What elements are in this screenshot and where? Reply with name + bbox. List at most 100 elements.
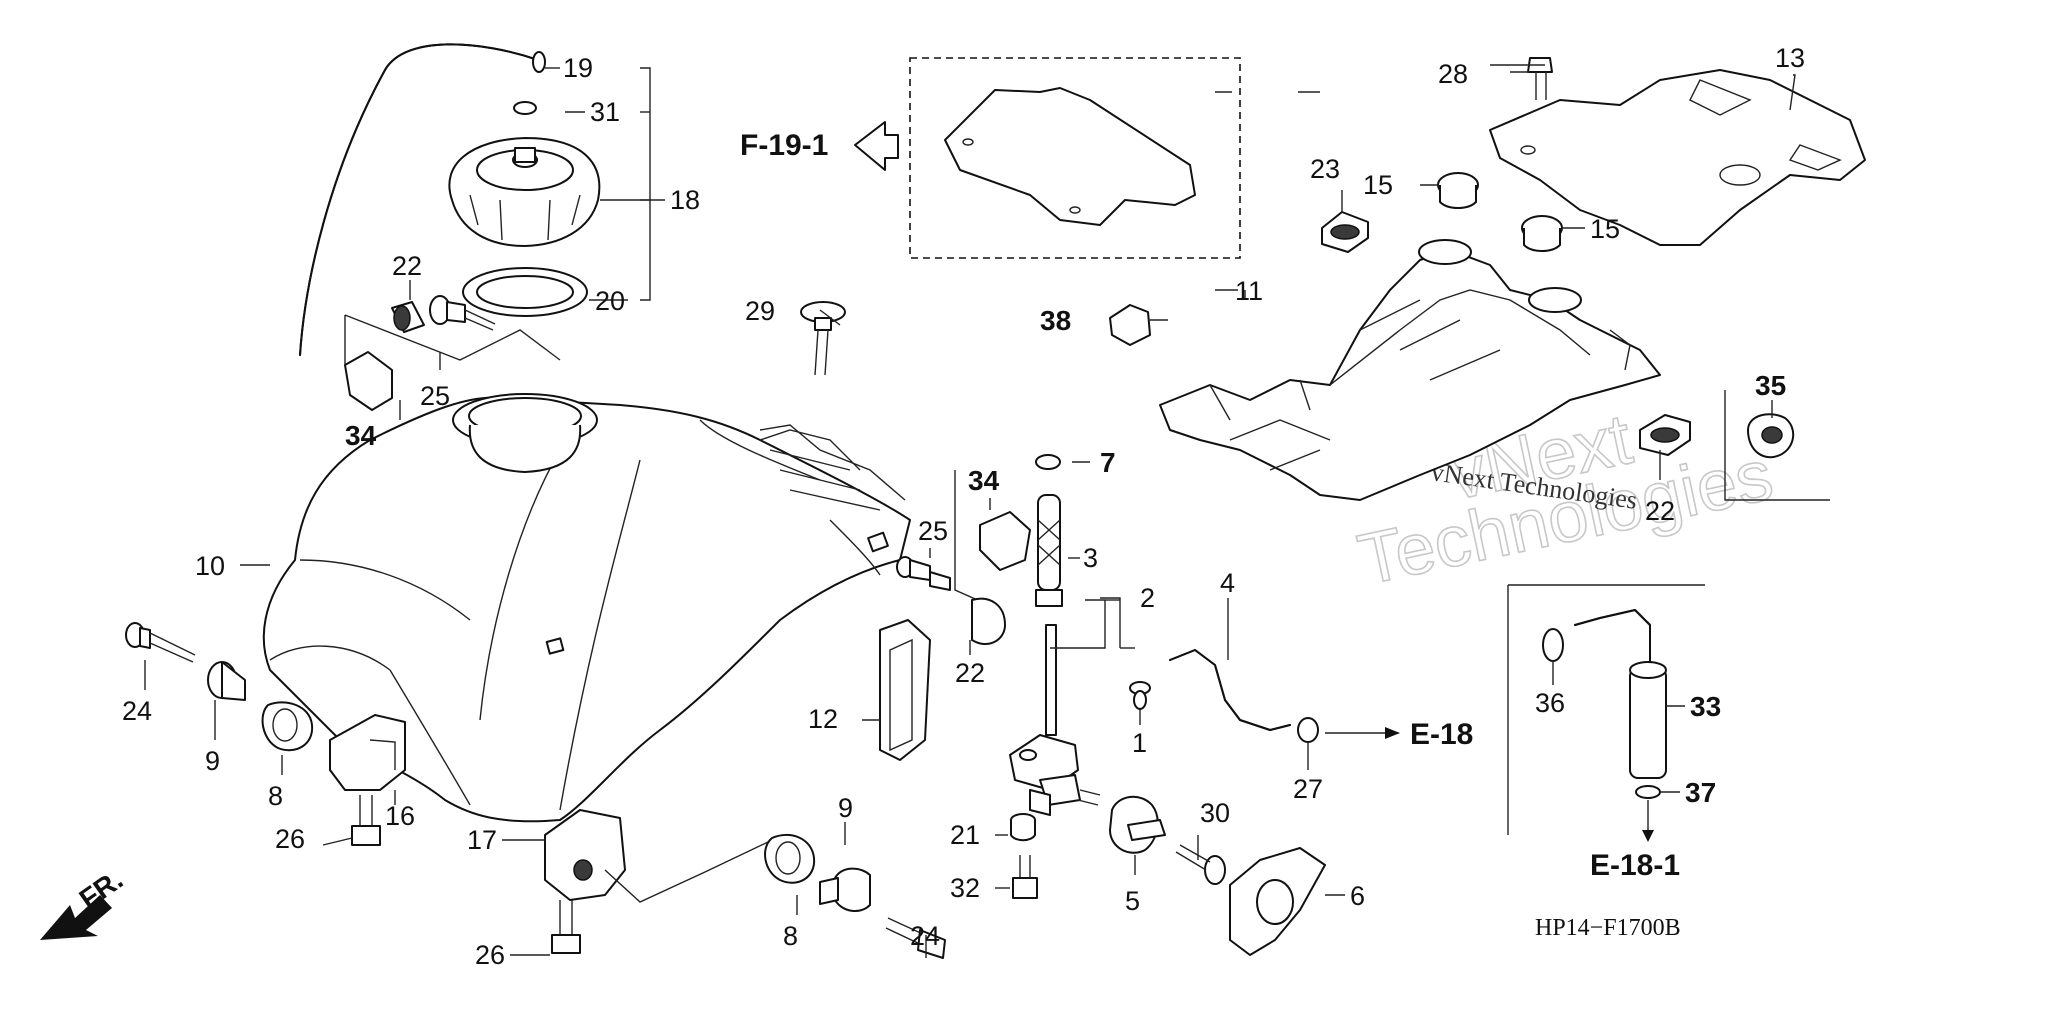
- rubber-23: [1321, 211, 1369, 253]
- bracket-35-line: [1724, 390, 1830, 501]
- parts-drawing: [40, 43, 1866, 959]
- callout-20: 20: [595, 286, 625, 316]
- callout-11: 11: [1235, 276, 1263, 306]
- callout-13: 13: [1775, 43, 1805, 73]
- callout-3: 3: [1083, 543, 1098, 573]
- callout-21: 21: [950, 820, 980, 850]
- ref-e181: E-18-1: [1590, 849, 1680, 882]
- collar-9-bottom: [819, 867, 871, 912]
- front-label: FR.: [74, 864, 129, 915]
- callout-8-bottom: 8: [783, 921, 798, 951]
- callout-34-upper: 34: [345, 420, 377, 451]
- callout-23: 23: [1310, 154, 1340, 184]
- bolt-32: [1012, 855, 1038, 899]
- callout-34-middle: 34: [968, 465, 1000, 496]
- callout-36: 36: [1535, 688, 1565, 718]
- inset-box-f19: [909, 57, 1241, 259]
- clip-34-upper: [344, 351, 393, 411]
- bracket-17: [544, 809, 626, 901]
- callout-22-right: 22: [1645, 496, 1675, 526]
- grommet-15b: [1521, 215, 1563, 252]
- callout-15a: 15: [1363, 170, 1393, 200]
- callout-9-left: 9: [205, 746, 220, 776]
- callout-15b: 15: [1590, 214, 1620, 244]
- callout-33: 33: [1690, 691, 1721, 722]
- callout-32: 32: [950, 873, 980, 903]
- valve-knob-5: [1109, 795, 1166, 854]
- callout-25-middle: 25: [918, 516, 948, 546]
- clip-37: [1635, 785, 1661, 799]
- callout-2: 2: [1140, 583, 1155, 613]
- arrow-f19: [854, 121, 899, 171]
- bolt-26-left: [351, 795, 381, 846]
- callout-5: 5: [1125, 886, 1140, 916]
- fuel-tank: [262, 393, 911, 823]
- hose-33: [1574, 609, 1667, 779]
- ref-f19: F-19-1: [740, 129, 828, 162]
- callout-29: 29: [745, 296, 775, 326]
- fuel-valve: [1009, 624, 1101, 816]
- group-e181-line: [1507, 584, 1705, 835]
- callout-10: 10: [195, 551, 225, 581]
- cover-6: [1229, 847, 1326, 956]
- bolt-24-left: [125, 622, 196, 663]
- callout-12: 12: [808, 704, 838, 734]
- callout-26-bottom: 26: [475, 940, 505, 970]
- callout-9-bottom: 9: [838, 793, 853, 823]
- leader-lines: [144, 64, 1796, 958]
- bracket-2-line: [1050, 599, 1106, 649]
- bolt-25-upper: [429, 295, 496, 331]
- cover-12: [879, 619, 931, 761]
- grommet-8-left: [261, 701, 314, 752]
- tank-bracket: [1159, 239, 1661, 501]
- fuel-cap: [448, 137, 601, 247]
- grommet-15a: [1437, 172, 1479, 209]
- collar-9-left: [207, 661, 246, 701]
- grommet-22-middle: [971, 597, 1006, 645]
- callout-22-upper: 22: [392, 251, 422, 281]
- clip-38: [1109, 304, 1151, 346]
- clip-34-middle: [979, 511, 1031, 571]
- arrow-e18-head: [1385, 727, 1400, 739]
- ref-e18: E-18: [1410, 718, 1473, 751]
- clip-27: [1297, 717, 1319, 743]
- bracket-17-line: [604, 841, 769, 903]
- callout-37: 37: [1685, 777, 1716, 808]
- callout-30: 30: [1200, 798, 1230, 828]
- callout-24-left: 24: [122, 696, 152, 726]
- strainer-3: [1035, 494, 1063, 607]
- callout-38: 38: [1040, 305, 1071, 336]
- callout-22-middle: 22: [955, 658, 985, 688]
- callout-27: 27: [1293, 774, 1323, 804]
- bolt-26-bottom: [551, 900, 581, 954]
- callout-19: 19: [563, 53, 593, 83]
- front-arrow: [40, 895, 112, 940]
- rubber-22-right: [1639, 414, 1691, 456]
- bolt-25-middle: [896, 556, 951, 591]
- callout-24-bottom: 24: [910, 921, 940, 951]
- callout-8-left: 8: [268, 781, 283, 811]
- callout-25-upper: 25: [420, 381, 450, 411]
- clip-36: [1542, 628, 1564, 662]
- callout-17: 17: [467, 825, 497, 855]
- screw-30: [1175, 844, 1226, 885]
- callout-16: 16: [385, 801, 415, 831]
- diagram-code: HP14−F1700B: [1535, 915, 1681, 941]
- bolt-24-bottom: [885, 917, 946, 959]
- fuel-hose-4: [1169, 649, 1291, 731]
- callout-26-left: 26: [275, 824, 305, 854]
- callout-1: 1: [1132, 728, 1147, 758]
- callout-6: 6: [1350, 881, 1365, 911]
- callout-18: 18: [670, 185, 700, 215]
- callout-4: 4: [1220, 568, 1235, 598]
- grommet-8-bottom: [764, 833, 816, 884]
- callout-31: 31: [590, 97, 620, 127]
- bolt-29: [800, 301, 846, 376]
- collar-21: [1010, 813, 1036, 842]
- bracket-16: [329, 714, 406, 791]
- clip-31-shape: [513, 101, 537, 115]
- callout-35: 35: [1755, 370, 1786, 401]
- arrow-e181-head: [1642, 830, 1654, 842]
- washer-7: [1035, 454, 1061, 470]
- plate-13: [1489, 69, 1866, 246]
